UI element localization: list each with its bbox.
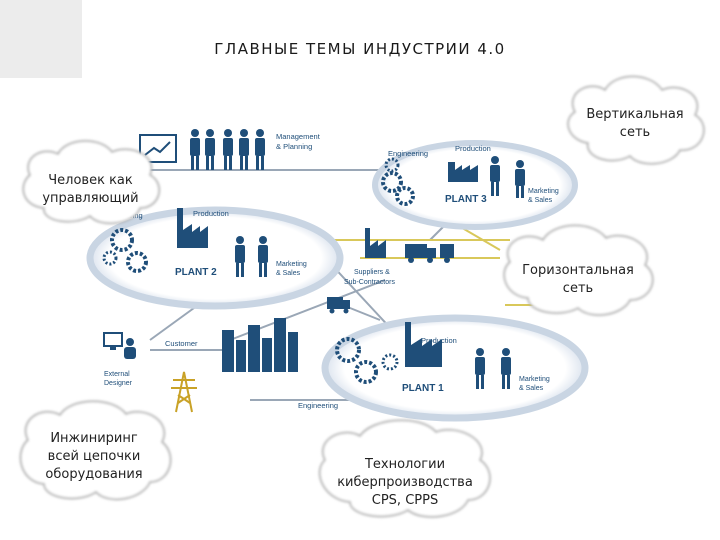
- customer-label: Customer: [165, 339, 198, 348]
- truck-icon: [405, 244, 454, 263]
- factory-icon: [405, 322, 442, 367]
- building-icon: [222, 318, 298, 372]
- designer-label-2: Designer: [104, 380, 133, 387]
- cloud-tech-line-3: CPS, CPPS: [371, 493, 439, 508]
- customer-group: Customer: [165, 318, 298, 372]
- gear-icon: [381, 157, 415, 206]
- person-icon: [490, 156, 525, 198]
- suppliers-label-2: Sub-Contractors: [344, 279, 395, 286]
- suppliers-group: Suppliers & Sub-Contractors: [327, 228, 454, 314]
- plant1-engineering-label: Engineering: [298, 401, 338, 410]
- cloud-horizontal-line-2: сеть: [562, 281, 594, 296]
- cloud-horizontal-text: Горизонтальная сеть: [508, 262, 648, 298]
- factory-icon: [448, 162, 478, 182]
- plant1-marketing-2: & Sales: [519, 385, 544, 392]
- cloud-vertical-line-1: Вертикальная: [586, 107, 684, 122]
- cloud-tech-text: Технологии киберпроизводства CPS, CPPS: [330, 456, 480, 510]
- plant3-engineering-label: Engineering: [388, 149, 428, 158]
- person-icon: [124, 338, 136, 359]
- power-tower-icon: [171, 371, 197, 413]
- plant2-ring: [86, 206, 344, 310]
- cloud-human-line-1: Человек как: [48, 173, 133, 188]
- factory-icon: [365, 228, 386, 258]
- page-title: ГЛАВНЫЕ ТЕМЫ ИНДУСТРИИ 4.0: [214, 40, 506, 58]
- plant1-group: Production PLANT 1 Marketing & Sales Eng…: [298, 322, 550, 410]
- gear-icon: [335, 337, 399, 384]
- computer-icon: [103, 332, 123, 350]
- plant2-marketing-1: Marketing: [276, 261, 307, 268]
- cloud-vertical: [567, 75, 705, 165]
- cloud-tech: [319, 419, 491, 518]
- plant3-marketing-2: & Sales: [528, 197, 553, 204]
- cloud-engineering-text: Инжиниринг всей цепочки оборудования: [24, 430, 164, 484]
- plant1-name: PLANT 1: [402, 383, 444, 394]
- management-label-2: & Planning: [276, 142, 312, 151]
- cloud-tech-line-1: Технологии: [364, 457, 446, 472]
- plant3-group: Engineering Production PLANT 3 Marketing…: [381, 144, 559, 206]
- plant3-production-label: Production: [455, 144, 491, 153]
- plant1-marketing-1: Marketing: [519, 376, 550, 383]
- management-label-1: Management: [276, 132, 321, 141]
- cloud-tech-line-2: киберпроизводства: [337, 475, 473, 490]
- cloud-human-text: Человек как управляющий: [28, 172, 153, 208]
- cloud-vertical-text: Вертикальная сеть: [575, 106, 695, 142]
- cloud-human: [22, 140, 160, 224]
- cloud-engineering-line-2: всей цепочки: [47, 449, 141, 464]
- management-group: Management & Planning: [139, 129, 321, 170]
- person-icon: [475, 348, 511, 389]
- cloud-human-line-2: управляющий: [42, 191, 139, 206]
- designer-label-1: External: [104, 371, 130, 378]
- cloud-horizontal: [503, 224, 654, 316]
- gear-icon: [102, 228, 148, 273]
- plant3-ring: [372, 140, 578, 230]
- person-icon: [235, 236, 268, 277]
- factory-icon: [177, 208, 208, 248]
- plant3-marketing-1: Marketing: [528, 188, 559, 195]
- truck-icon: [327, 297, 350, 314]
- corner-shade: [0, 0, 82, 78]
- cloud-engineering: [19, 400, 172, 500]
- cloud-engineering-line-3: оборудования: [45, 467, 143, 482]
- designer-group: External Designer: [103, 332, 136, 387]
- chart-board-icon: [139, 134, 177, 163]
- cloud-engineering-line-1: Инжиниринг: [50, 431, 138, 446]
- suppliers-label-1: Suppliers &: [354, 269, 390, 276]
- plant2-marketing-2: & Sales: [276, 270, 301, 277]
- plant1-production-label: Production: [421, 336, 457, 345]
- plant1-ring: [321, 314, 589, 422]
- cloud-vertical-line-2: сеть: [619, 125, 651, 140]
- plant2-name: PLANT 2: [175, 267, 217, 278]
- plant2-production-label: Production: [193, 209, 229, 218]
- people-icons: [190, 129, 265, 170]
- plant3-name: PLANT 3: [445, 194, 487, 205]
- cloud-horizontal-line-1: Горизонтальная: [522, 263, 634, 278]
